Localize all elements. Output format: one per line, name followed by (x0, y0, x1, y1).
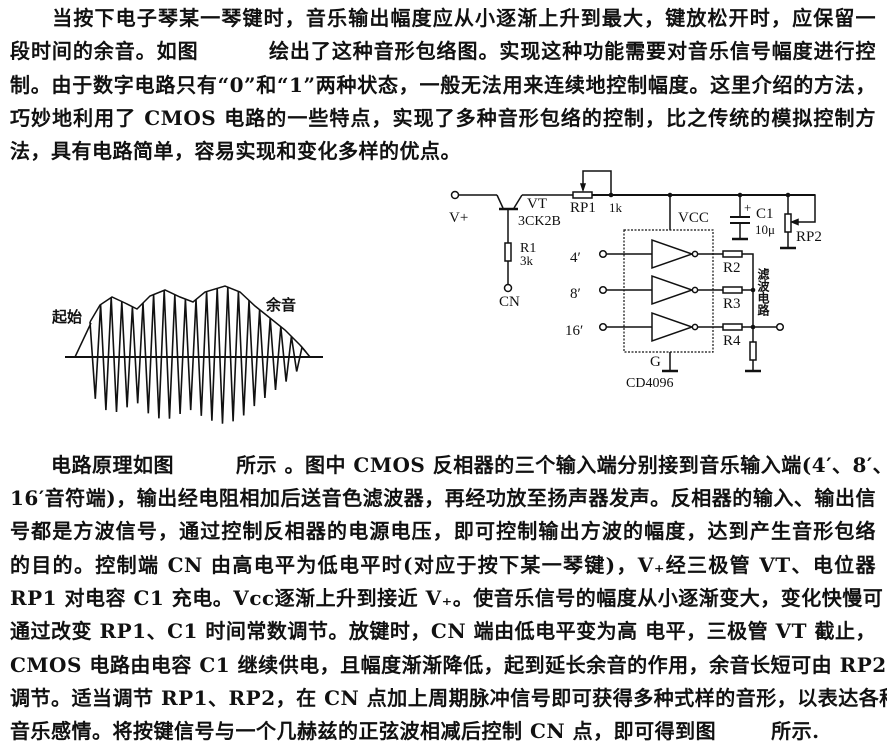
text-line: 号都是方波信号，通过控制反相器的电源电压，即可控制输出方波的幅度，达到产生音形包… (10, 519, 876, 543)
rp1-wiper (582, 170, 612, 195)
label-r1: R1 (520, 241, 536, 256)
arrow-icon (579, 183, 587, 193)
label-r4: R4 (723, 333, 741, 349)
text-line: 巧妙地利用了 CMOS 电路的一些特点，实现了多种音形包络的控制，比之传统的模拟… (10, 106, 876, 130)
text-fragment: 段时间的余音。如图 (10, 39, 199, 63)
text-fragment: 所示 。图中 CMOS 反相器的三个输入端分别接到音乐输入端(4′、8′、 (236, 453, 887, 477)
label-vcc: VCC (678, 210, 709, 226)
label-r3: R3 (723, 296, 741, 312)
label-g: G (650, 354, 661, 370)
resistor-r1 (504, 242, 512, 262)
label-chip: CD4096 (626, 376, 673, 391)
label-rp2: RP2 (796, 229, 822, 245)
text-line: 通过改变 RP1、C1 时间常数调节。放键时，CN 端由低电平变为高 电平，三极… (10, 619, 876, 643)
output-resistors (722, 250, 785, 373)
label-rp1-value: 1k (609, 200, 623, 215)
text-line: 电路原理如图 所示 。图中 CMOS 反相器的三个输入端分别接到音乐输入端(4′、… (10, 452, 887, 478)
capacitor-c1 (730, 195, 750, 241)
text-line: CMOS 电路由电容 C1 继续供电，且幅度渐渐降低，起到延长余音的作用，余音长… (10, 653, 887, 677)
label-v-plus: V+ (449, 210, 468, 226)
text-line: 调节。适当调节 RP1、RP2，在 CN 点加上周期脉冲信号即可获得多种式样的音… (10, 686, 887, 710)
label-vt: VT (527, 196, 547, 212)
label-cn: CN (499, 294, 520, 310)
text-fragment: 电路原理如图 (10, 453, 174, 477)
text-line: RP1 对电容 C1 充电。Vcc逐渐上升到接近 V₊。使音乐信号的幅度从小逐渐… (10, 586, 884, 610)
text-line: 法，具有电路简单，容易实现和变化多样的优点。 (10, 139, 461, 163)
transistor-vt (496, 194, 523, 243)
text-fragment: 所示. (771, 719, 820, 743)
label-c1-value: 10μ (755, 222, 775, 237)
label-start: 起始 (51, 308, 82, 326)
cn-terminal (503, 283, 513, 293)
potentiometer-rp1 (572, 191, 593, 199)
label-r2: R2 (723, 260, 741, 276)
label-input-4: 4′ (570, 250, 581, 266)
label-r1-value: 3k (520, 253, 534, 268)
text-fragment: 绘出了这种音形包络图。实现这种功能需要对音乐信号幅度进行控 (268, 39, 877, 63)
label-c1: C1 (756, 206, 774, 222)
label-output: 滤波电路 (756, 267, 770, 317)
potentiometer-rp2 (780, 194, 816, 250)
text-line: 段时间的余音。如图 绘出了这种音形包络图。实现这种功能需要对音乐信号幅度进行控 (10, 38, 876, 64)
v-plus-terminal (450, 190, 460, 200)
text-fragment: 音乐感情。将按键信号与一个几赫兹的正弦波相减后控制 CN 点，即可得到图 (10, 719, 717, 743)
text-line: 16′音符端)，输出经电阻相加后送音色滤波器，再经功放至扬声器发声。反相器的输入… (10, 486, 876, 510)
label-input-8: 8′ (570, 286, 581, 302)
label-vt-model: 3CK2B (518, 214, 561, 229)
label-decay: 余音 (265, 296, 296, 314)
attack-line (74, 322, 92, 358)
capacitor-polarity-plus: + (744, 200, 751, 215)
waveform-oscillation (89, 287, 311, 424)
label-rp1: RP1 (570, 200, 596, 216)
text-line: 的目的。控制端 CN 由高电平为低电平时(对应于按下某一琴键)，V₊经三极管 V… (10, 553, 876, 577)
text-line: 制。由于数字电路只有“0”和“1”两种状态，一般无法用来连续地控制幅度。这里介绍… (10, 73, 876, 97)
inverters (598, 238, 723, 343)
text-line: 当按下电子琴某一琴键时，音乐输出幅度应从小逐渐上升到最大，键放松开时，应保留一 (10, 6, 876, 30)
chip-cd4096 (623, 229, 714, 353)
label-input-16: 16′ (565, 323, 583, 339)
envelope-curve (89, 285, 307, 353)
text-line: 音乐感情。将按键信号与一个几赫兹的正弦波相减后控制 CN 点，即可得到图 所示. (10, 718, 876, 744)
